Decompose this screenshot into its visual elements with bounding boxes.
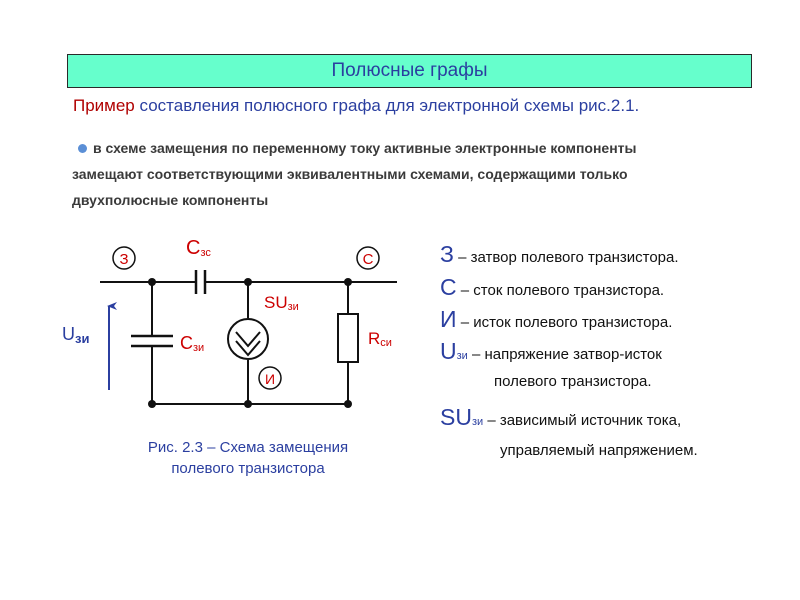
label-rsi: Rси — [368, 329, 392, 349]
subtitle-lead: Пример — [73, 96, 135, 115]
page-title: Полюсные графы — [331, 60, 488, 81]
figure-caption: Рис. 2.3 – Схема замещения полевого тран… — [118, 437, 378, 479]
bullet-line-3: двухполюсные компоненты — [72, 192, 269, 208]
legend-item-current-source-cont: управляемый напряжением. — [500, 442, 698, 459]
node-source: И — [258, 366, 282, 390]
legend-item-voltage: Uзи – напряжение затвор-исток — [440, 338, 662, 365]
legend-text: – напряжение затвор-исток — [467, 346, 662, 363]
bullet-line-1: в схеме замещения по переменному току ак… — [72, 135, 772, 161]
caption-line-1: Рис. 2.3 – Схема замещения — [147, 439, 349, 456]
node-gate-label: З — [119, 251, 128, 268]
label-source-current: SUзи — [264, 293, 299, 313]
label-czi: Cзи — [180, 333, 204, 354]
label-czs: Cзс — [186, 237, 211, 259]
circuit-wires — [100, 281, 397, 405]
legend-sub: зи — [456, 350, 468, 362]
legend-symbol: И — [440, 306, 457, 332]
capacitor-czi — [131, 334, 173, 348]
legend-symbol: С — [440, 274, 457, 300]
node-drain-label: С — [363, 251, 374, 268]
current-source-icon — [227, 318, 269, 360]
title-banner: Полюсные графы — [67, 54, 752, 88]
bullet-dot-icon — [78, 144, 87, 154]
bullet-paragraph: в схеме замещения по переменному току ак… — [72, 135, 772, 213]
legend-symbol: SU — [440, 404, 472, 430]
subtitle-rest: составления полюсного графа для электрон… — [134, 96, 640, 115]
legend-item-drain: С – сток полевого транзистора. — [440, 274, 664, 301]
caption-line-2: полевого транзистора — [171, 460, 325, 477]
junction-dots — [148, 278, 352, 408]
legend-text: – затвор полевого транзистора. — [453, 249, 679, 266]
legend-text: – зависимый источник тока, — [483, 412, 682, 429]
legend-text: – исток полевого транзистора. — [456, 314, 673, 331]
legend-symbol: U — [440, 338, 457, 364]
node-drain: С — [356, 246, 380, 270]
legend-sub: зи — [471, 416, 484, 428]
bullet-line-2: замещают соответствующими эквивалентными… — [72, 166, 628, 182]
resistor-rsi — [337, 313, 359, 363]
capacitor-czs — [194, 270, 207, 294]
legend-item-current-source: SUзи – зависимый источник тока, — [440, 404, 681, 431]
legend-text: – сток полевого транзистора. — [456, 282, 665, 299]
subtitle: Пример составления полюсного графа для э… — [73, 96, 763, 116]
legend-symbol: З — [440, 241, 454, 267]
bullet-line-1-text: в схеме замещения по переменному току ак… — [93, 140, 637, 156]
node-source-label: И — [265, 371, 275, 387]
node-gate: З — [112, 246, 136, 270]
legend-item-voltage-cont: полевого транзистора. — [494, 373, 652, 390]
legend-item-source: И – исток полевого транзистора. — [440, 306, 672, 333]
legend-item-gate: З – затвор полевого транзистора. — [440, 241, 679, 268]
label-uzi: Uзи — [62, 324, 89, 346]
